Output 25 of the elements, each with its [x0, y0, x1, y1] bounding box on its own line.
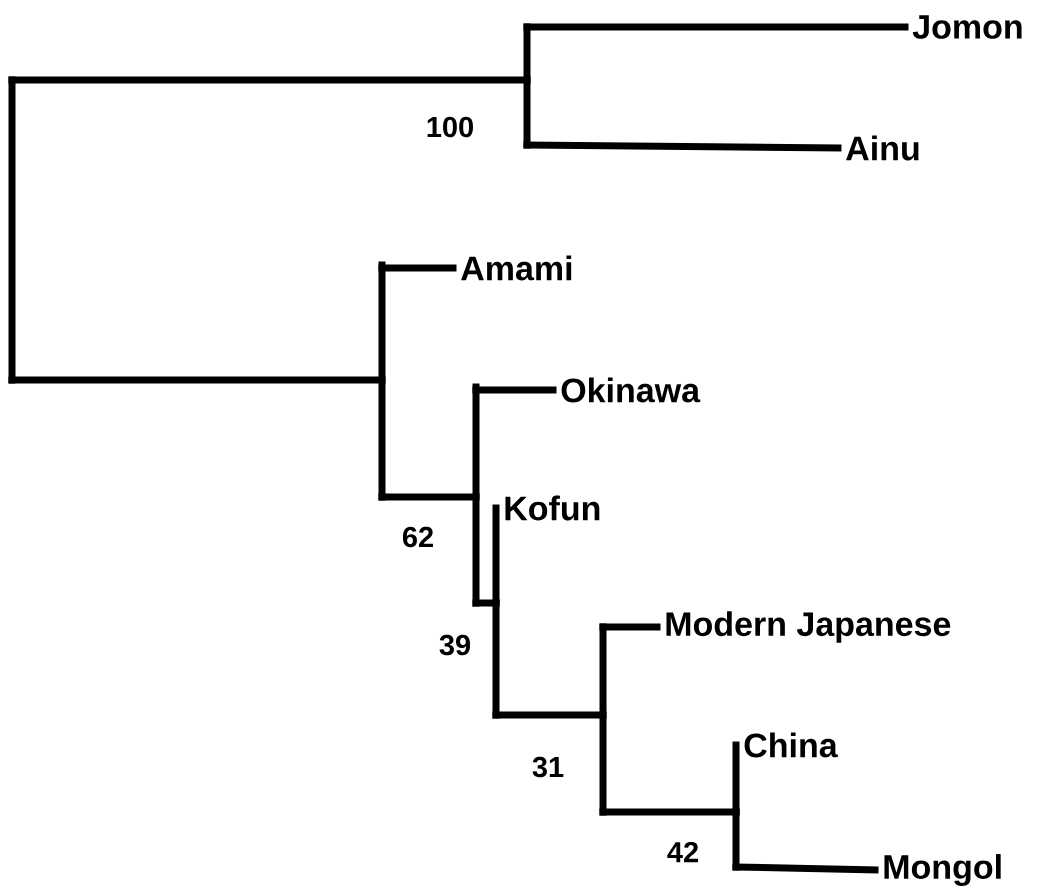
branch-line — [378, 493, 480, 501]
branch-line — [732, 741, 740, 816]
branch-line — [8, 376, 386, 384]
support-value: 100 — [427, 116, 473, 138]
branch-line — [523, 23, 909, 31]
taxon-label: China — [744, 732, 838, 758]
branch-line — [523, 141, 842, 152]
support-value: 42 — [667, 841, 698, 863]
taxon-label: Ainu — [846, 135, 919, 161]
branch-line — [732, 863, 879, 874]
taxon-label: Kofun — [505, 495, 600, 521]
branch-line — [8, 76, 531, 84]
taxon-label: Okinawa — [561, 377, 701, 403]
taxon-label: Amami — [461, 255, 572, 281]
taxon-label: Jomon — [912, 15, 1022, 39]
taxon-label: Mongol — [884, 854, 1001, 886]
support-value: 31 — [532, 756, 564, 778]
support-value: 39 — [439, 634, 471, 656]
support-value: 62 — [402, 526, 433, 548]
branch-line — [492, 711, 607, 719]
branch-line — [492, 504, 500, 607]
taxon-label: Modern Japanese — [666, 611, 951, 643]
branch-line — [378, 264, 457, 272]
branch-line — [599, 623, 661, 631]
branch-line — [472, 386, 557, 394]
